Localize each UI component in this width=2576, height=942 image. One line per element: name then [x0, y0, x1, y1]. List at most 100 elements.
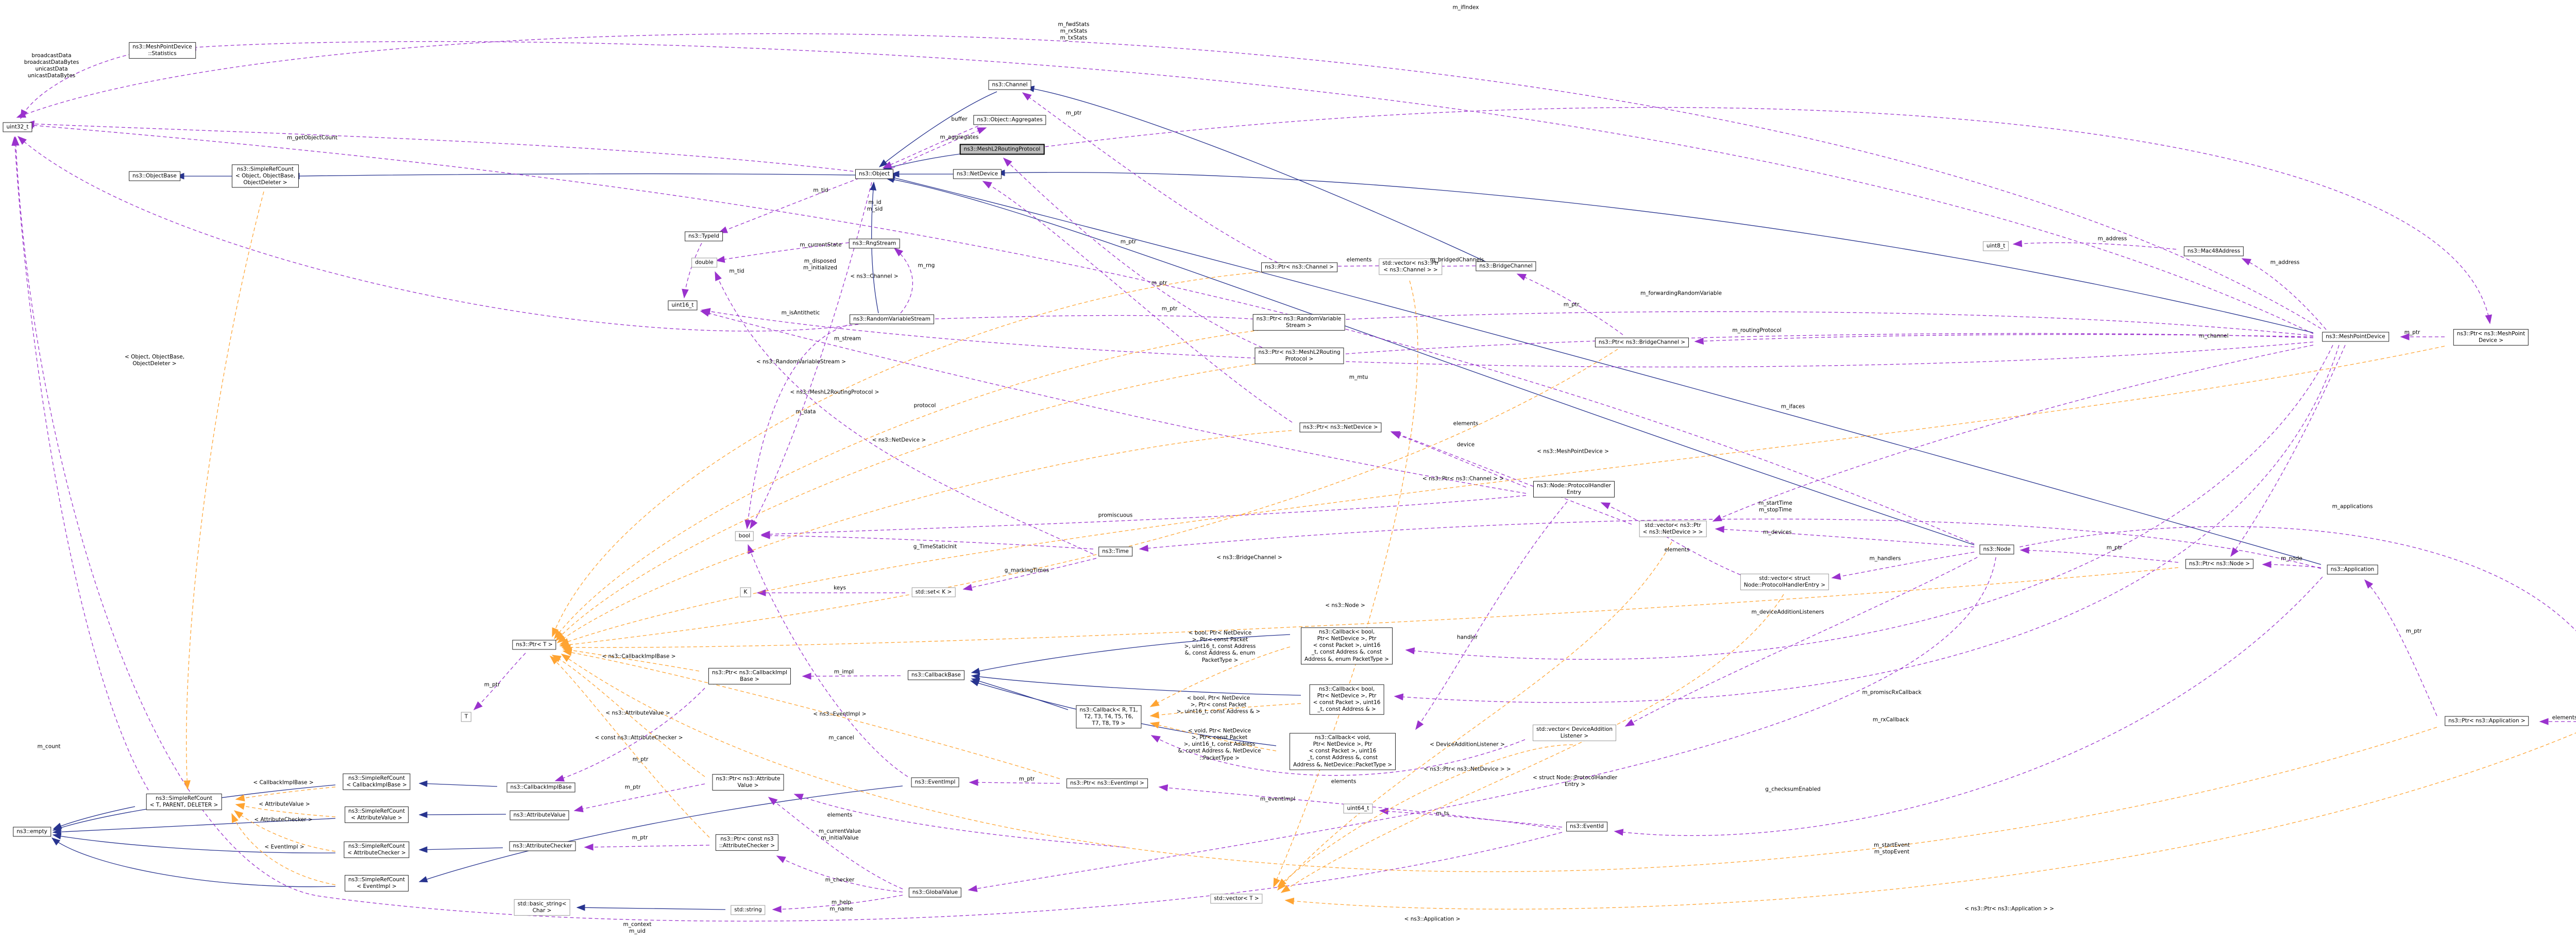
class-box-callbackbase[interactable]: ns3::CallbackBase [907, 670, 965, 680]
edge-member [24, 122, 1975, 544]
edge-member [1139, 519, 2321, 569]
class-box-node[interactable]: ns3::Node [1979, 544, 2014, 555]
class-box-vec-netdevice[interactable]: std::vector< ns3::Ptr< ns3::NetDevice > … [1639, 520, 1707, 538]
class-box-objectbase[interactable]: ns3::ObjectBase [129, 171, 180, 181]
class-box-line: ::AttributeChecker > [719, 843, 775, 849]
edge-label: m_startEvent m_stopEvent [1873, 842, 1910, 855]
edge-label: m_eventImpl [1260, 796, 1296, 802]
class-box-empty[interactable]: ns3::empty [13, 827, 51, 837]
class-box-cb-void[interactable]: ns3::Callback< void,Ptr< NetDevice >, Pt… [1289, 733, 1396, 770]
class-box-cb-bool-full[interactable]: ns3::Callback< bool,Ptr< NetDevice >, Pt… [1301, 627, 1393, 664]
edge-member [1516, 273, 1623, 335]
class-box-object[interactable]: ns3::Object [855, 169, 894, 179]
class-box-attributevalue[interactable]: ns3::AttributeValue [510, 810, 569, 820]
class-box-basicstring[interactable]: std::basic_string<Char > [514, 899, 570, 916]
class-box-stats[interactable]: ns3::MeshPointDevice::Statistics [129, 42, 196, 59]
class-box-ptr-bridgechannel[interactable]: ns3::Ptr< ns3::BridgeChannel > [1595, 337, 1689, 348]
class-box-src-T[interactable]: ns3::SimpleRefCount< T, PARENT, DELETER … [146, 793, 222, 811]
class-box-line: < CallbackImplBase > [346, 782, 407, 788]
edge-inheritance [886, 175, 2321, 565]
class-box-vec-channel[interactable]: std::vector< ns3::Ptr< ns3::Channel > > [1379, 258, 1443, 276]
class-box-line: ns3::SimpleRefCount [156, 795, 212, 801]
class-box-src-attributevalue[interactable]: ns3::SimpleRefCount< AttributeValue > [345, 806, 409, 824]
edge-inheritance [883, 152, 973, 170]
class-box-time[interactable]: ns3::Time [1098, 546, 1132, 557]
edge-label: m_currentValue m_initialValue [818, 828, 861, 841]
class-box-aggregates[interactable]: ns3::Object::Aggregates [973, 115, 1046, 125]
class-box-ptr-netdevice[interactable]: ns3::Ptr< ns3::NetDevice > [1299, 422, 1382, 433]
class-box-netdevice[interactable]: ns3::NetDevice [953, 169, 1002, 179]
edge-member [962, 558, 1097, 591]
edge-label: m_ptr [2405, 628, 2422, 635]
class-box-line: ns3::MeshPointDevice [132, 43, 192, 50]
class-box-eventid[interactable]: ns3::EventId [1566, 821, 1607, 832]
class-box-line: < const Packet >, uint16 [1313, 642, 1381, 649]
edge-label: m_address [2097, 235, 2127, 242]
edge-label: m_impl [834, 669, 854, 675]
class-box-eventimpl[interactable]: ns3::EventImpl [911, 777, 959, 787]
edge-inheritance [51, 837, 336, 887]
class-box-attributechecker[interactable]: ns3::AttributeChecker [509, 841, 576, 851]
class-box-line: ::Statistics [148, 50, 177, 57]
edge-member [750, 182, 872, 529]
class-box-line: ns3::Ptr< ns3::Node > [2189, 560, 2250, 567]
class-box-line: ns3::MeshPointDevice [2326, 333, 2385, 340]
edge-member [772, 895, 903, 913]
class-box-line: T2, T3, T4, T5, T6, [1084, 713, 1133, 720]
class-box-K[interactable]: K [740, 587, 751, 597]
class-box-cb-generic[interactable]: ns3::Callback< R, T1,T2, T3, T4, T5, T6,… [1076, 705, 1142, 729]
class-box-ptr-channel[interactable]: ns3::Ptr< ns3::Channel > [1261, 262, 1337, 272]
class-box-cb-bool-short[interactable]: ns3::Callback< bool,Ptr< NetDevice >, Pt… [1309, 684, 1384, 715]
class-box-bridgechannel[interactable]: ns3::BridgeChannel [1476, 261, 1536, 271]
edge-label: broadcastData broadcastDataBytes unicast… [24, 52, 79, 79]
class-box-typeid[interactable]: ns3::TypeId [685, 231, 723, 242]
class-box-application[interactable]: ns3::Application [2327, 564, 2378, 575]
class-box-double[interactable]: double [691, 258, 717, 268]
class-box-ptr-T[interactable]: ns3::Ptr< T > [512, 640, 556, 650]
class-box-stdstring[interactable]: std::string [731, 905, 766, 915]
class-box-uint8[interactable]: uint8_t [1982, 241, 2009, 251]
class-box-src-attributechecker[interactable]: ns3::SimpleRefCount< AttributeChecker > [344, 841, 410, 859]
edge-label: m_address [2270, 259, 2300, 266]
class-box-T[interactable]: T [461, 712, 472, 722]
class-box-channel[interactable]: ns3::Channel [988, 80, 1031, 90]
class-box-bool[interactable]: bool [735, 531, 754, 541]
class-box-src-callbackimplbase[interactable]: ns3::SimpleRefCount< CallbackImplBase > [343, 773, 411, 791]
class-box-ptr-const-attributechecker[interactable]: ns3::Ptr< const ns3::AttributeChecker > [715, 834, 779, 851]
edge-member [473, 653, 526, 711]
edge-label: m_ptr [484, 681, 500, 688]
class-box-rngstream[interactable]: ns3::RngStream [849, 238, 900, 249]
class-box-src-object[interactable]: ns3::SimpleRefCount< Object, ObjectBase,… [231, 164, 299, 188]
class-box-line: Base > [740, 676, 759, 682]
class-box-ptr-application[interactable]: ns3::Ptr< ns3::Application > [2445, 716, 2529, 726]
class-box-line: ns3::Ptr< ns3::Attribute [716, 775, 781, 782]
class-box-globalvalue[interactable]: ns3::GlobalValue [908, 887, 962, 898]
class-box-line: ns3::Time [1102, 548, 1129, 555]
class-box-set-k[interactable]: std::set< K > [911, 587, 956, 597]
class-box-ptr-node[interactable]: ns3::Ptr< ns3::Node > [2185, 559, 2254, 569]
class-box-meshpointdevice[interactable]: ns3::MeshPointDevice [2322, 332, 2389, 342]
edge-member [1390, 431, 1632, 525]
class-box-mac48address[interactable]: ns3::Mac48Address [2183, 246, 2244, 256]
class-box-line: ns3::SimpleRefCount [348, 775, 405, 781]
class-box-callbackimplbase[interactable]: ns3::CallbackImplBase [506, 782, 575, 793]
class-box-uint64[interactable]: uint64_t [1343, 803, 1373, 814]
class-box-uint16[interactable]: uint16_t [668, 300, 698, 311]
edge-label: elements [2552, 714, 2576, 721]
class-box-src-eventimpl[interactable]: ns3::SimpleRefCount< EventImpl > [345, 875, 409, 892]
class-box-randomvariablestream[interactable]: ns3::RandomVariableStream [850, 314, 934, 324]
edge-label: m_ptr [1151, 280, 1167, 286]
edge-label: < AttributeChecker > [254, 816, 313, 823]
class-box-ptr-eventimpl[interactable]: ns3::Ptr< ns3::EventImpl > [1066, 778, 1148, 789]
class-box-line: ns3::Ptr< ns3::RandomVariable [1256, 315, 1342, 322]
class-box-vec-T[interactable]: std::vector< T > [1210, 894, 1263, 904]
class-box-uint32[interactable]: uint32_t [3, 122, 32, 132]
